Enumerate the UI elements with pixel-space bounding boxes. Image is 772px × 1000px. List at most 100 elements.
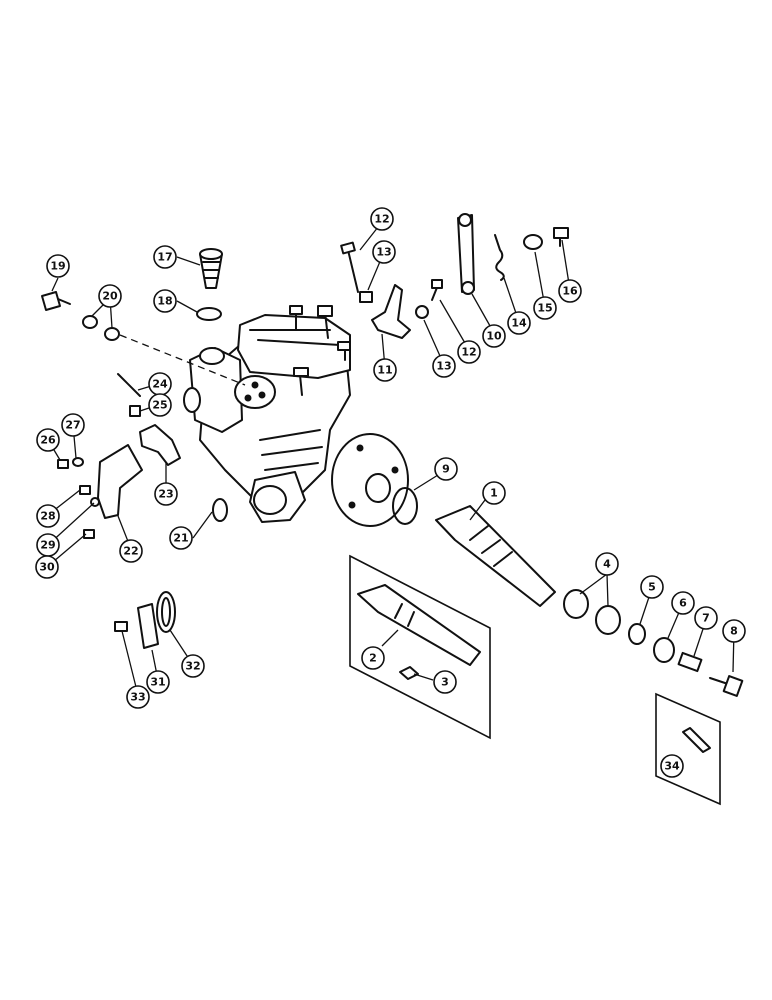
callout-5: 5 (640, 575, 664, 599)
svg-text:24: 24 (152, 378, 168, 391)
callout-16: 16 (558, 279, 582, 303)
part-19-bolt (41, 291, 71, 311)
callout-7: 7 (694, 606, 718, 630)
svg-text:23: 23 (158, 488, 173, 501)
svg-text:17: 17 (157, 251, 172, 264)
part-6-nut (653, 637, 675, 663)
callout-34: 34 (660, 754, 684, 778)
svg-text:9: 9 (442, 463, 450, 476)
part-33-screw (114, 621, 128, 632)
callout-27: 27 (61, 413, 85, 437)
part-2-shaft (357, 584, 481, 666)
part-3-key (399, 666, 419, 680)
part-32-gasket (156, 591, 176, 633)
callout-29: 29 (36, 533, 60, 557)
part-31-plate (137, 603, 159, 649)
svg-text:10: 10 (486, 330, 502, 343)
svg-text:12: 12 (374, 213, 389, 226)
svg-text:22: 22 (123, 545, 138, 558)
part-22-arm (97, 444, 143, 519)
svg-text:16: 16 (562, 285, 578, 298)
callout-3: 3 (433, 670, 457, 694)
part-1-drive-shaft (435, 505, 556, 607)
part-23-bracket (139, 424, 181, 466)
callout-8: 8 (722, 619, 746, 643)
callout-17: 17 (153, 245, 177, 269)
callout-18: 18 (153, 289, 177, 313)
svg-text:28: 28 (40, 510, 55, 523)
svg-text:34: 34 (664, 760, 680, 773)
part-12-screw-a (347, 249, 359, 293)
svg-text:1: 1 (490, 487, 498, 500)
svg-text:2: 2 (369, 652, 377, 665)
callout-10: 10 (482, 324, 506, 348)
callout-12-a: 12 (370, 207, 394, 231)
inset-panel-shaft (349, 554, 491, 740)
svg-text:21: 21 (173, 532, 188, 545)
svg-text:26: 26 (40, 434, 56, 447)
callout-32: 32 (181, 654, 205, 678)
part-20-washer-a (82, 315, 98, 329)
part-17-fitting (199, 248, 223, 289)
part-21-plug (212, 498, 228, 522)
part-8-bolt (709, 675, 744, 697)
callout-24: 24 (148, 372, 172, 396)
callout-30: 30 (35, 555, 59, 579)
callout-25: 25 (148, 393, 172, 417)
inset-panel-pin (655, 692, 721, 806)
svg-text:8: 8 (730, 625, 738, 638)
part-9-o-ring (392, 487, 418, 525)
callout-28: 28 (36, 504, 60, 528)
callout-22: 22 (119, 539, 143, 563)
callout-11: 11 (373, 358, 397, 382)
svg-text:31: 31 (150, 676, 165, 689)
part-15-bushing (523, 234, 543, 250)
callout-23: 23 (154, 482, 178, 506)
part-28-screw (79, 485, 91, 495)
svg-text:30: 30 (39, 561, 55, 574)
svg-text:25: 25 (152, 399, 167, 412)
svg-text:15: 15 (537, 302, 552, 315)
svg-text:32: 32 (185, 660, 200, 673)
part-24-screw (117, 373, 141, 397)
part-5-snap-ring (628, 623, 646, 645)
callout-1: 1 (482, 481, 506, 505)
svg-text:14: 14 (511, 317, 527, 330)
part-18-o-ring (196, 307, 222, 321)
callout-12-b: 12 (457, 340, 481, 364)
svg-text:11: 11 (377, 364, 392, 377)
svg-text:18: 18 (157, 295, 172, 308)
svg-text:4: 4 (603, 558, 611, 571)
svg-text:7: 7 (702, 612, 710, 625)
part-16-screw (553, 227, 569, 247)
svg-text:27: 27 (65, 419, 80, 432)
part-25-nut (129, 405, 141, 417)
callout-26: 26 (36, 428, 60, 452)
callout-13-a: 13 (372, 240, 396, 264)
part-13-nut-a (359, 291, 373, 303)
callout-15: 15 (533, 296, 557, 320)
alignment-line (119, 334, 246, 386)
svg-text:12: 12 (461, 346, 476, 359)
svg-text:29: 29 (40, 539, 55, 552)
svg-text:13: 13 (436, 360, 451, 373)
svg-text:13: 13 (376, 246, 391, 259)
part-26-screw (57, 459, 69, 469)
injection-pump-body (183, 305, 409, 527)
callout-6: 6 (671, 591, 695, 615)
callout-4: 4 (595, 552, 619, 576)
part-14-spring (494, 234, 505, 281)
part-11-bracket (371, 284, 411, 339)
callout-33: 33 (126, 685, 150, 709)
callout-2: 2 (361, 646, 385, 670)
part-27-washer (72, 457, 84, 467)
callout-20: 20 (98, 284, 122, 308)
svg-text:20: 20 (102, 290, 118, 303)
callout-21: 21 (169, 526, 193, 550)
part-34-pin (682, 727, 711, 753)
part-13-nut-b (415, 305, 429, 319)
callout-14: 14 (507, 311, 531, 335)
svg-text:3: 3 (441, 676, 449, 689)
svg-text:6: 6 (679, 597, 687, 610)
